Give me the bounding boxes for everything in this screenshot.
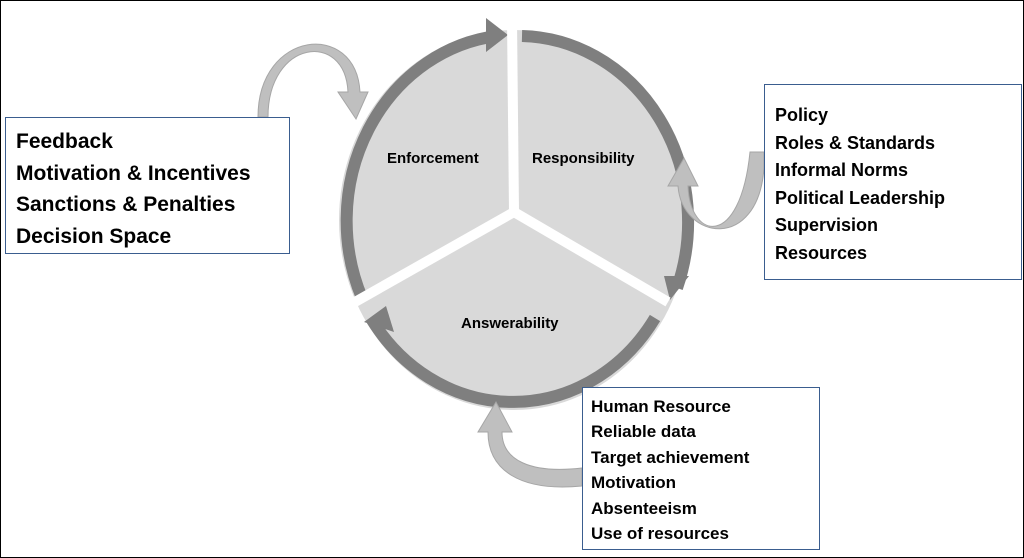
curved-arrow-right [667,151,765,230]
ring-arrowhead-bottom-left [364,306,394,332]
policy-box: Policy Roles & Standards Informal Norms … [764,84,1022,280]
box-left-item: Motivation & Incentives [16,161,251,185]
box-left-item: Sanctions & Penalties [16,193,236,216]
box-right-item: Informal Norms [775,160,909,180]
box-right-item: Political Leadership [775,187,946,208]
divider-top [507,19,519,213]
ring-arc-right [521,30,695,290]
segment-dividers [352,19,671,307]
feedback-box: Feedback Motivation & Incentives Sanctio… [5,117,290,254]
box-bottom-item: Target achievement [591,447,750,467]
ring-arc-left [340,30,498,301]
curved-arrow-bottom [477,400,583,488]
box-bottom-item: Reliable data [591,422,696,442]
box-bottom-item: Use of resources [591,524,729,544]
segment-label-answerability: Answerability [461,315,559,332]
box-right-item: Resources [775,242,868,263]
box-left-item: Decision Space [16,224,172,248]
ring-arrowhead-top [486,18,508,52]
box-bottom-item: Motivation [591,473,676,493]
box-right-item: Supervision [775,215,879,235]
ring-arrowhead-right [664,276,689,300]
divider-left [352,207,517,307]
cycle-disc [339,30,689,410]
box-right-item: Roles & Standards [775,132,936,153]
segment-label-enforcement: Enforcement [387,150,479,167]
cycle-ring [339,18,695,410]
curved-arrows [257,43,765,488]
box-right-item: Policy [775,105,829,125]
box-left-item: Feedback [16,130,113,153]
box-bottom-item: Absenteeism [591,498,697,518]
divider-right [511,207,671,307]
segment-label-responsibility: Responsibility [532,150,635,167]
box-bottom-item: Human Resource [591,397,731,416]
human-resource-box: Human Resource Reliable data Target achi… [582,387,820,550]
curved-arrow-left [257,43,369,121]
ring-arc-bottom [366,314,661,408]
